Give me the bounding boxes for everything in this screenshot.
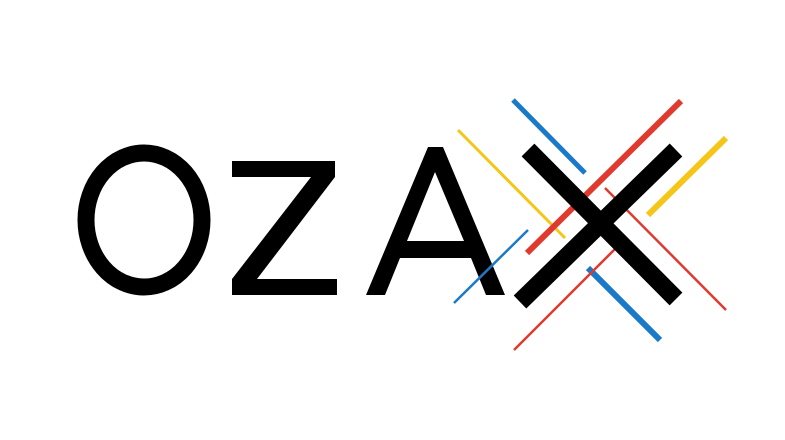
letter-x bbox=[513, 143, 683, 309]
blue-line-top bbox=[511, 98, 587, 175]
red-line-thick bbox=[524, 98, 684, 256]
letter-o bbox=[77, 144, 211, 296]
red-line-thin-left bbox=[513, 247, 617, 351]
blue-line-thin bbox=[453, 229, 529, 304]
decorative-lines bbox=[453, 98, 729, 351]
blue-line-bottom bbox=[585, 265, 663, 343]
letter-a bbox=[366, 147, 505, 295]
letter-z bbox=[232, 161, 337, 295]
yellow-line-right bbox=[645, 135, 729, 218]
yellow-line-thin bbox=[456, 128, 567, 240]
